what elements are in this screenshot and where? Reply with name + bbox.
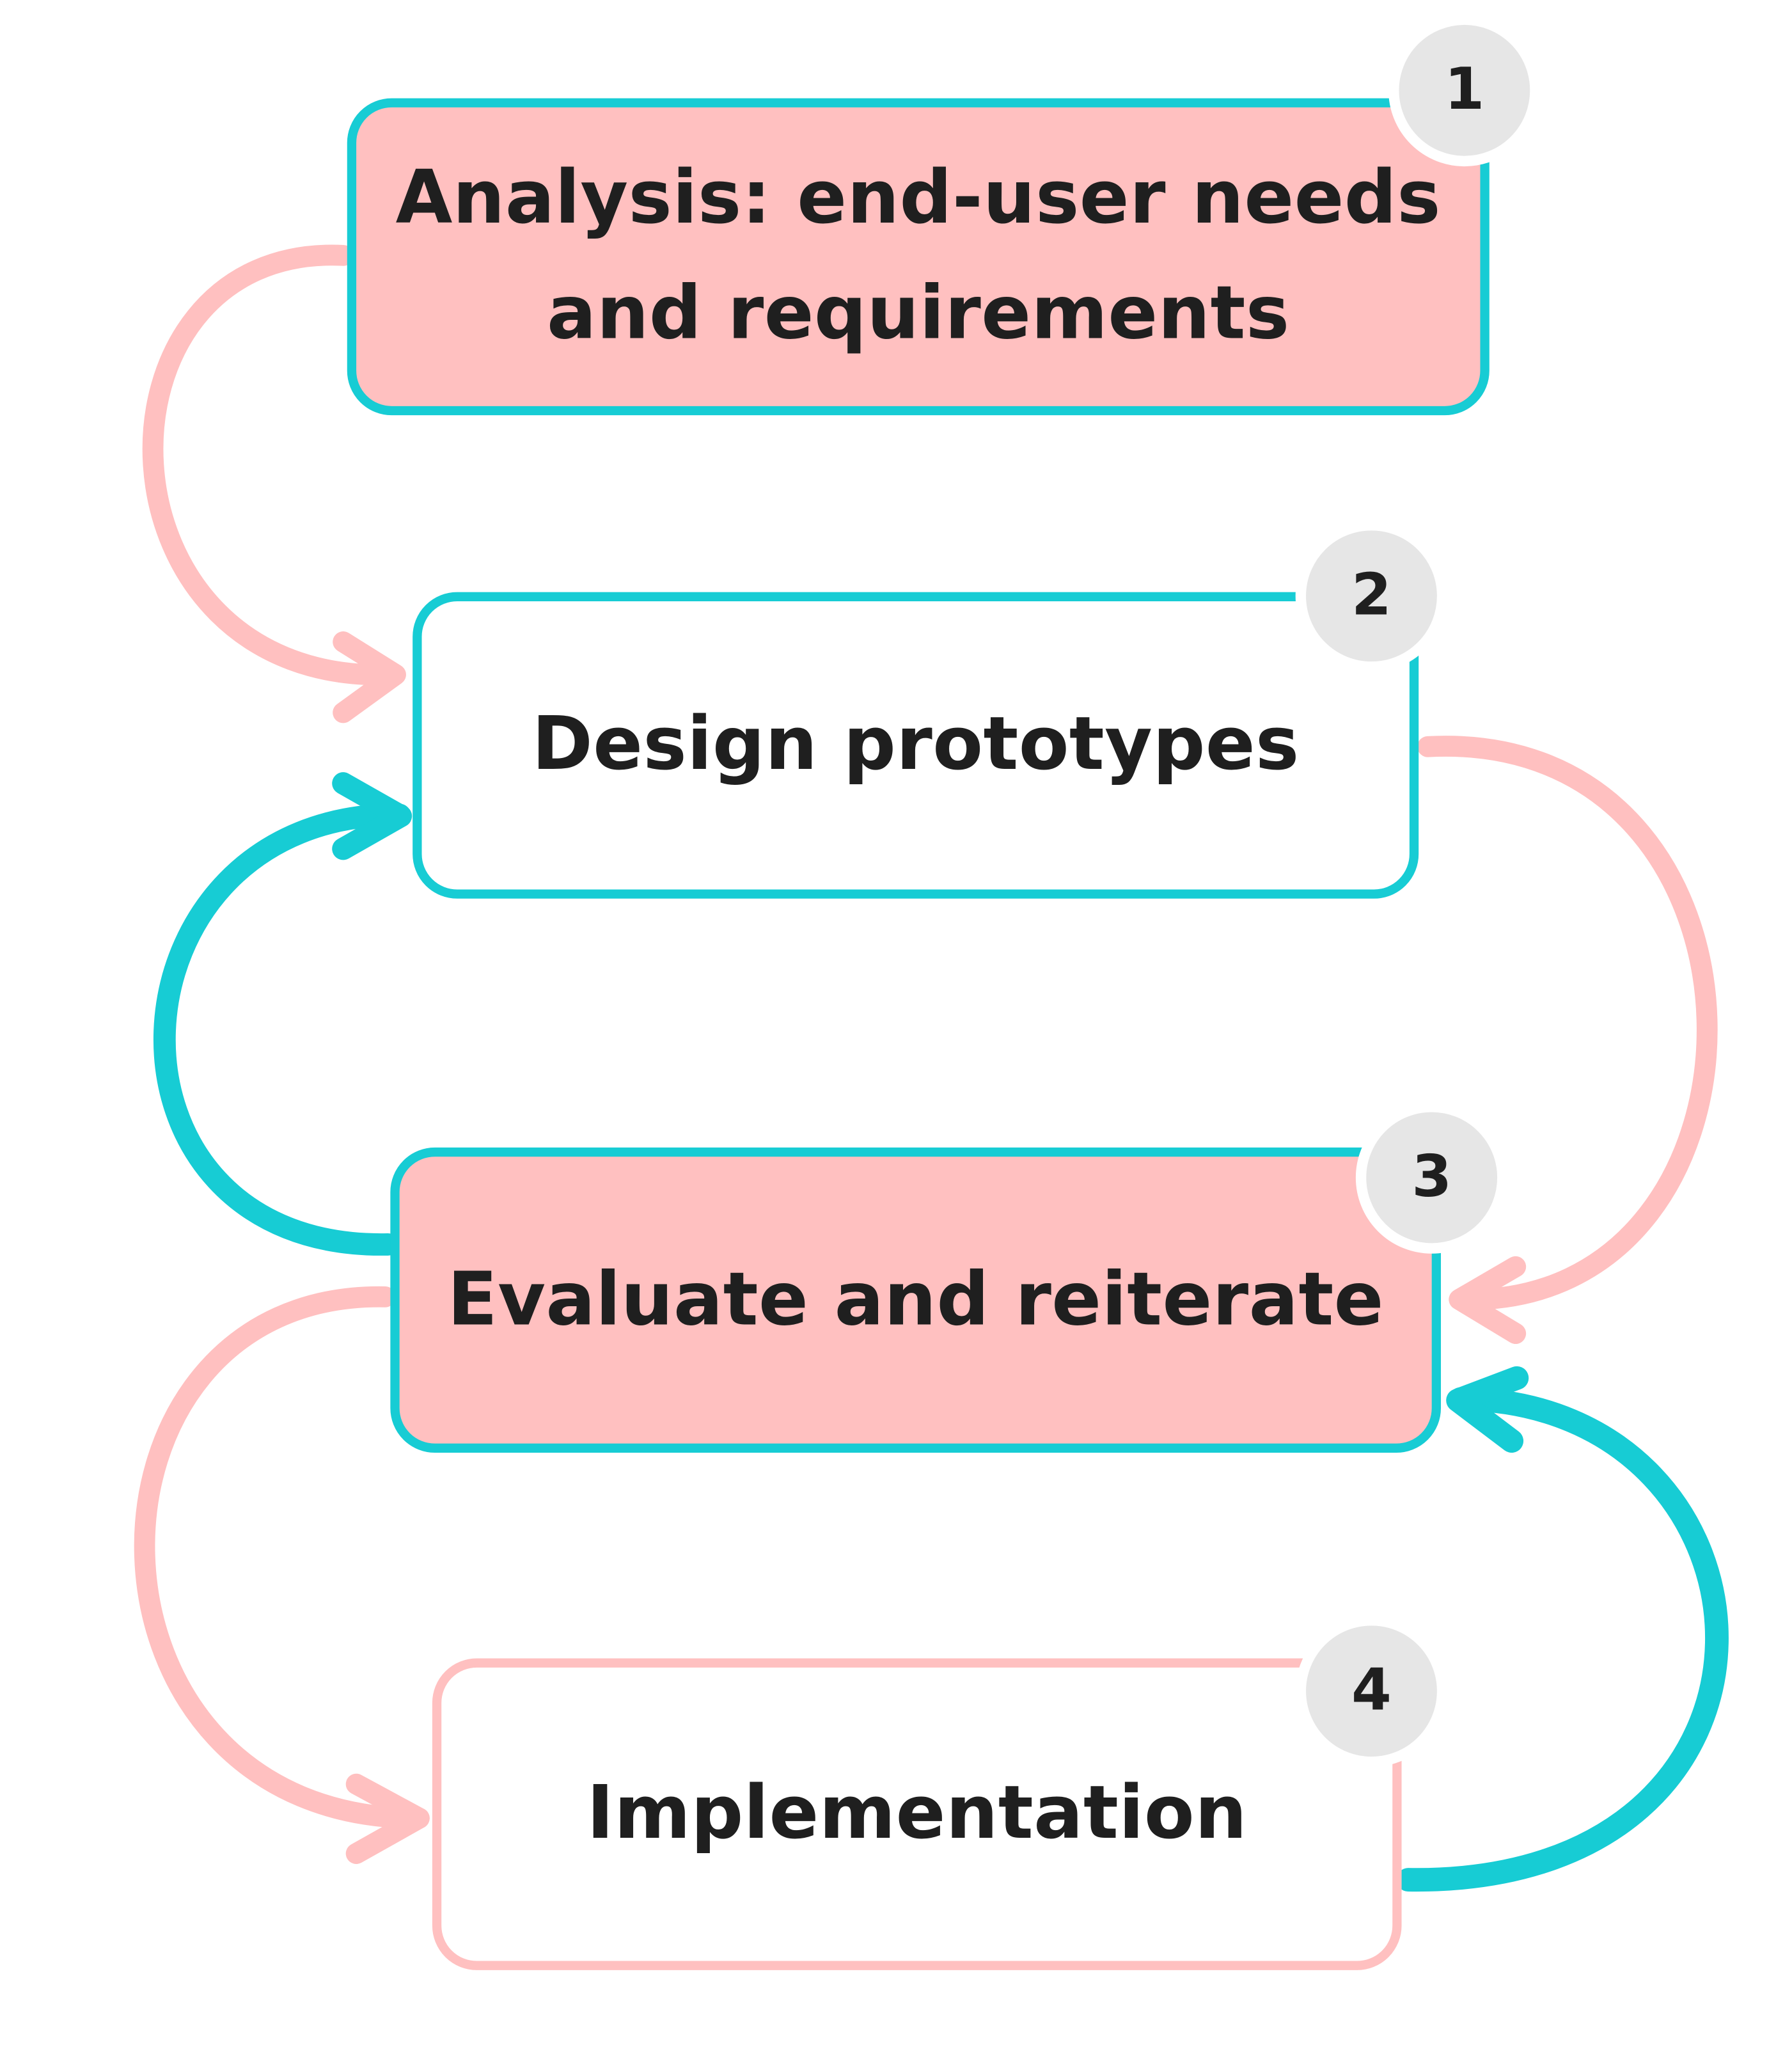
step-evaluate-label: Evaluate and reiterate	[447, 1256, 1384, 1342]
step-4-number: 4	[1351, 1657, 1392, 1724]
connector-2-to-3	[1417, 736, 1718, 1345]
connector-3-to-2	[153, 772, 413, 1256]
step-design-prototypes-box: Design prototypes	[413, 592, 1419, 899]
step-design-prototypes-label: Design prototypes	[531, 702, 1300, 787]
step-2-number-badge: 2	[1295, 519, 1448, 672]
connector-3-to-4-arrowhead	[345, 1773, 430, 1865]
connector-3-to-2-line	[153, 803, 411, 1256]
connector-4-to-3-arrowhead	[1446, 1366, 1529, 1453]
connector-4-to-3	[1396, 1366, 1729, 1892]
connector-1-to-2-arrowhead	[333, 631, 406, 723]
step-analysis-label: Analysis: end-user needs and requirement…	[395, 155, 1441, 357]
step-2-number: 2	[1351, 562, 1392, 629]
step-evaluate-box: Evaluate and reiterate	[390, 1147, 1442, 1453]
connector-1-to-2	[142, 244, 406, 723]
step-analysis-box: Analysis: end-user needs and requirement…	[347, 98, 1489, 416]
connector-4-to-3-line	[1396, 1387, 1729, 1892]
step-3-number: 3	[1411, 1143, 1452, 1211]
connector-3-to-2-arrowhead	[332, 772, 413, 860]
connector-2-to-3-arrowhead	[1449, 1256, 1527, 1345]
step-implementation-box: Implementation	[432, 1658, 1402, 1970]
step-implementation-label: Implementation	[586, 1771, 1248, 1856]
step-3-number-badge: 3	[1355, 1102, 1508, 1254]
step-1-number: 1	[1444, 56, 1485, 123]
connector-3-to-4	[134, 1286, 430, 1865]
step-4-number-badge: 4	[1295, 1615, 1448, 1767]
connector-1-to-2-line	[142, 244, 404, 686]
connector-3-to-4-line	[134, 1286, 430, 1829]
step-1-number-badge: 1	[1388, 14, 1541, 167]
connector-2-to-3-line	[1417, 736, 1718, 1310]
